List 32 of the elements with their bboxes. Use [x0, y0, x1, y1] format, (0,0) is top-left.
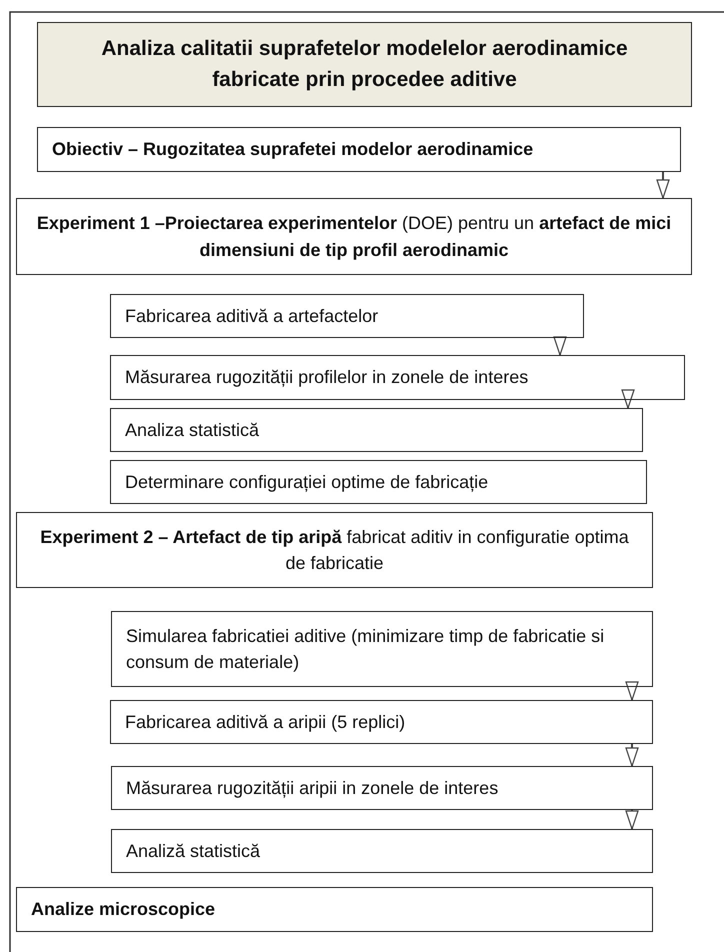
arrow — [625, 681, 639, 701]
step-text: Determinare configurației optime de fabricație — [125, 470, 488, 494]
section-box — [16, 512, 653, 588]
title-box — [37, 22, 692, 107]
step-text: Experiment 1 –Proiectarea experimentelor (DOE) pentru un artefact de mici dimensiuni de tip profil aerodinamic — [36, 212, 672, 262]
step-box — [111, 766, 653, 810]
section-box — [16, 198, 692, 275]
step-box — [110, 460, 647, 504]
step-text: Măsurarea rugozității aripii in zonele de interes — [126, 776, 498, 800]
step-text: Măsurarea rugozității profilelor in zonele de interes — [125, 366, 528, 390]
step-box — [111, 829, 653, 873]
step-text: Analiza statistică — [125, 418, 260, 442]
step-text: Experiment 2 – Artefact de tip aripă fabricat aditiv in configuratie optima de fabricatie — [39, 526, 630, 575]
step-box — [16, 887, 653, 932]
step-box — [110, 294, 584, 338]
step-box — [37, 127, 681, 172]
step-box — [110, 408, 643, 452]
step-text: Simularea fabricatiei aditive (minimizare timp de fabricatie si consum de materiale) — [126, 624, 606, 674]
arrow — [621, 389, 635, 409]
arrow — [625, 744, 639, 767]
arrow — [625, 810, 639, 830]
step-box — [110, 355, 685, 400]
step-text: Analiză statistică — [126, 840, 260, 863]
arrow — [553, 336, 567, 356]
title-text: Analiza calitatii suprafetelor modelelor aerodinamice fabricate prin procedee aditive — [100, 36, 629, 92]
step-box — [110, 700, 653, 744]
step-text: Analize microscopice — [31, 898, 216, 922]
step-box — [111, 611, 653, 687]
arrow — [656, 172, 670, 199]
step-text: Fabricarea aditivă a artefactelor — [125, 304, 378, 328]
step-text: Obiectiv – Rugozitatea suprafetei modelor aerodinamice — [52, 138, 534, 162]
step-text: Fabricarea aditivă a aripii (5 replici) — [125, 710, 406, 734]
